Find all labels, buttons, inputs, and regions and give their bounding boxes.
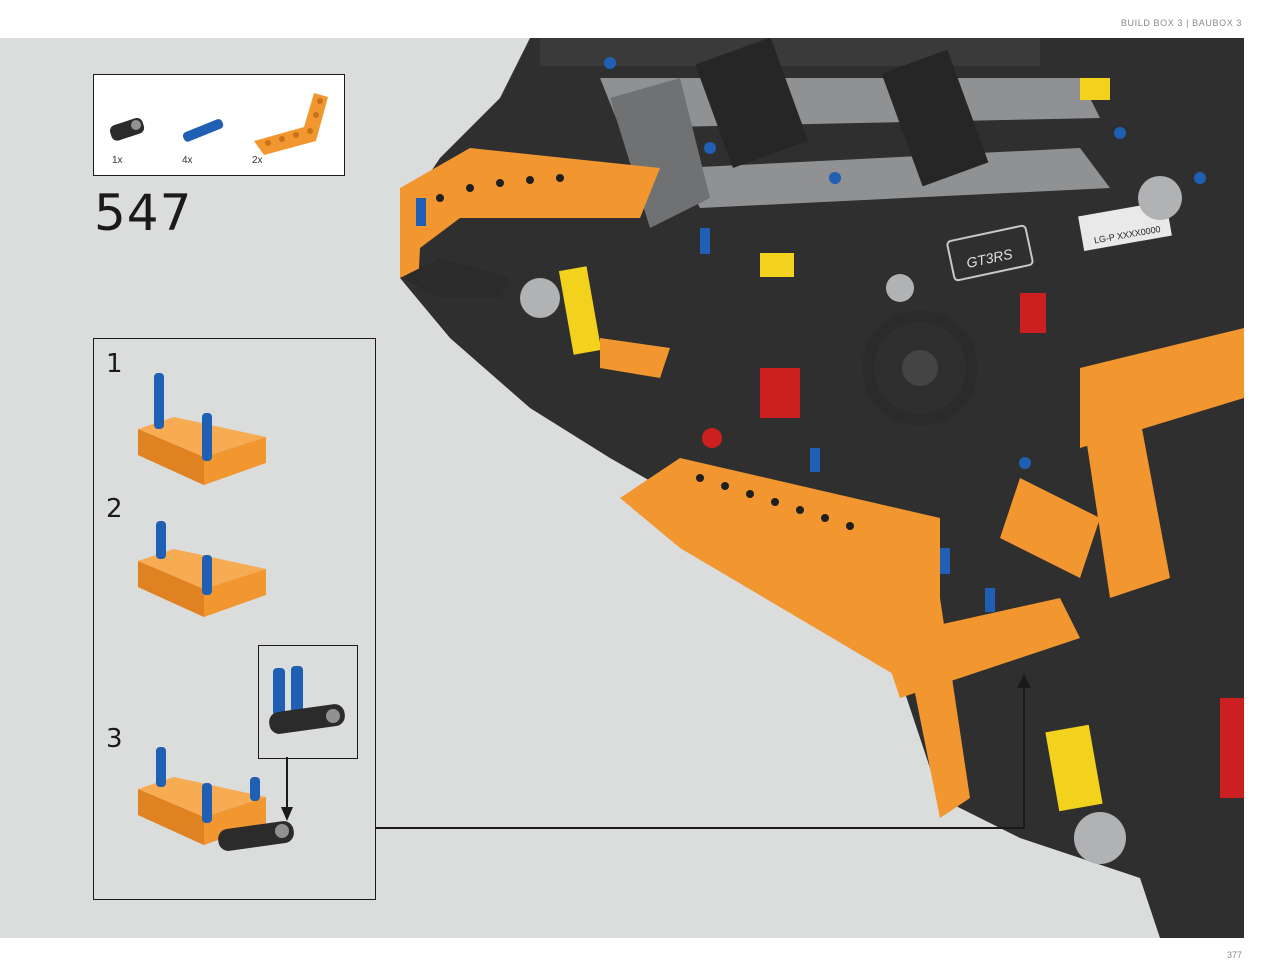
sub-step-2-image — [138, 521, 266, 617]
blue-pin-part — [182, 119, 224, 142]
callout-connector-image — [269, 666, 345, 734]
sub-step-3-image — [138, 747, 294, 851]
step-number: 547 — [94, 184, 193, 242]
part-qty-l-beam: 2x — [252, 155, 263, 166]
orange-l-beam-part — [254, 93, 328, 155]
callout-box — [258, 645, 358, 759]
connector-line — [376, 827, 1025, 829]
black-connector-part — [109, 118, 145, 141]
parts-list-box: 1x 4x 2x — [93, 74, 345, 176]
sub-assembly-panel: 1 2 3 — [93, 338, 376, 900]
model-illustration: GT3RS LG-P XXXX0000 — [400, 38, 1244, 938]
callout-arrow — [281, 757, 293, 821]
page-number: 377 — [1226, 950, 1242, 960]
sub-step-1-image — [138, 373, 266, 485]
sub-step-1-number: 1 — [106, 349, 123, 379]
part-qty-connector: 1x — [112, 155, 123, 166]
sub-step-2-number: 2 — [106, 494, 123, 524]
instruction-stage: GT3RS LG-P XXXX0000 — [0, 38, 1244, 938]
header-label: BUILD BOX 3 | BAUBOX 3 — [1120, 18, 1242, 28]
part-qty-pin: 4x — [182, 155, 193, 166]
sub-step-3-number: 3 — [106, 724, 123, 754]
